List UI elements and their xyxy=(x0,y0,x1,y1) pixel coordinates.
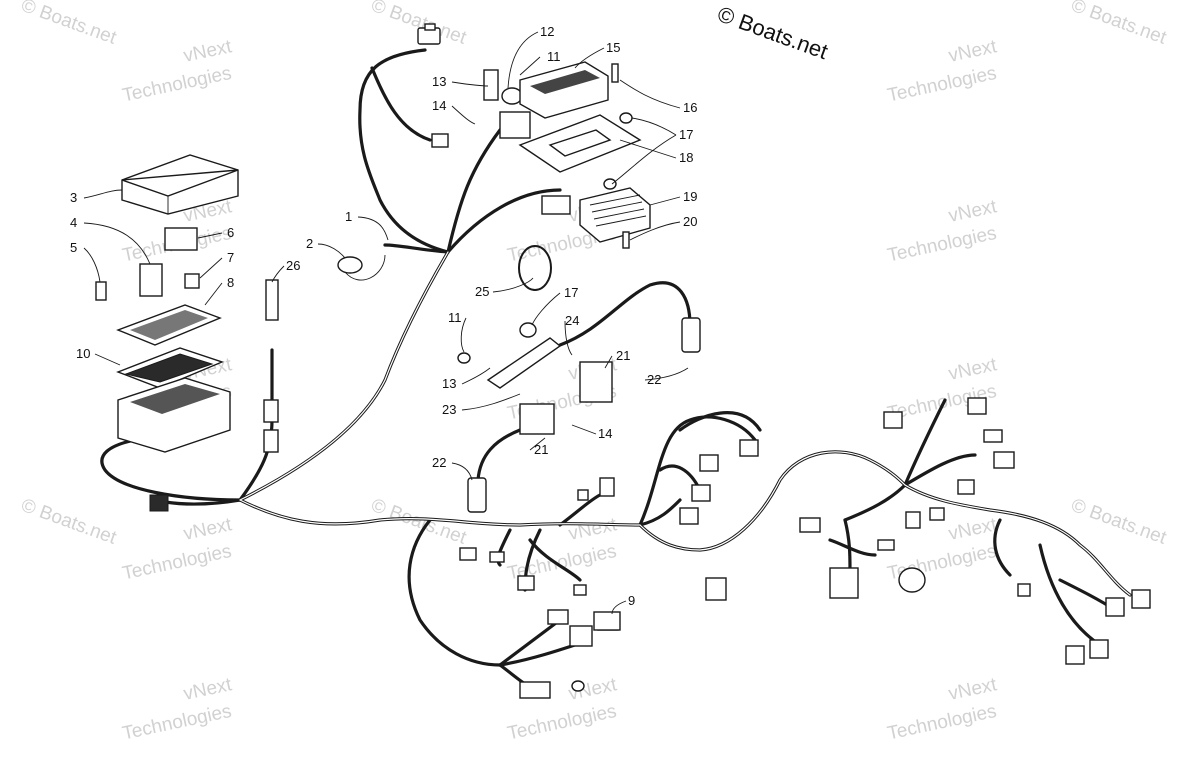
ecu xyxy=(499,61,609,139)
watermark-technologies: Technologies xyxy=(886,701,999,745)
watermark-boats: © Boats.net xyxy=(1068,495,1169,549)
watermark-vnext: vNext xyxy=(947,674,1000,705)
callout-20: 20 xyxy=(683,214,697,229)
callout-17-mid: 17 xyxy=(564,285,578,300)
watermark-boats: © Boats.net xyxy=(18,495,119,549)
callout-11-mid: 11 xyxy=(448,310,462,325)
cap-2 xyxy=(337,254,386,281)
watermark-technologies: Technologies xyxy=(121,701,234,745)
callout-11-top: 11 xyxy=(547,49,561,64)
callout-21-upper: 21 xyxy=(616,348,630,363)
sensor-bracket-mid xyxy=(457,322,613,435)
screw-20 xyxy=(622,231,630,249)
relay-box-cover xyxy=(121,154,239,215)
harness-wires-highlight xyxy=(239,251,1131,596)
callout-8: 8 xyxy=(227,275,234,290)
relay-small xyxy=(184,273,200,289)
watermark-technologies: Technologies xyxy=(506,701,619,745)
connector-9 xyxy=(593,611,621,631)
watermark-boats: © Boats.net xyxy=(18,0,119,49)
ecu-mount-plate xyxy=(518,114,642,173)
callout-26: 26 xyxy=(286,258,300,273)
injector-connectors xyxy=(459,439,759,699)
watermark-vnext: vNext xyxy=(947,36,1000,67)
fuse-box xyxy=(117,377,231,453)
voltage-regulator xyxy=(541,187,651,243)
callout-6: 6 xyxy=(227,225,234,240)
watermark-vnext: vNext xyxy=(182,514,235,545)
watermark-technologies: Technologies xyxy=(886,63,999,107)
callout-4: 4 xyxy=(70,215,77,230)
watermark-vnext: vNext xyxy=(947,354,1000,385)
callout-15: 15 xyxy=(606,40,620,55)
callout-17-top: 17 xyxy=(679,127,693,142)
callout-22-lower: 22 xyxy=(432,455,446,470)
watermark-vnext: vNext xyxy=(182,36,235,67)
callout-14-top: 14 xyxy=(432,98,446,113)
callout-labels: 1 2 3 4 5 6 7 8 9 10 11 11 12 13 13 14 1… xyxy=(70,24,697,608)
callout-21-lower: 21 xyxy=(534,442,548,457)
callout-23: 23 xyxy=(442,402,456,417)
callout-10: 10 xyxy=(76,346,90,361)
watermark-technologies: Technologies xyxy=(121,63,234,107)
connector-upper-left xyxy=(431,133,449,148)
hose-clamp xyxy=(518,245,552,291)
callout-25: 25 xyxy=(475,284,489,299)
callout-22-upper: 22 xyxy=(647,372,661,387)
callout-1: 1 xyxy=(345,209,352,224)
oxygen-sensor xyxy=(263,279,279,453)
callout-13-mid: 13 xyxy=(442,376,456,391)
sensor-22-lower xyxy=(467,477,487,513)
relay-mini xyxy=(139,263,163,297)
callout-13-top: 13 xyxy=(432,74,446,89)
sensor-bracket xyxy=(483,69,523,105)
watermark-technologies: Technologies xyxy=(121,541,234,585)
callout-7: 7 xyxy=(227,250,234,265)
diagnostic-connector xyxy=(149,494,169,512)
callout-12: 12 xyxy=(540,24,554,39)
watermark-vnext: vNext xyxy=(947,514,1000,545)
screw-16 xyxy=(611,63,619,83)
sensor-22-upper xyxy=(681,317,701,353)
callout-16: 16 xyxy=(683,100,697,115)
callout-18: 18 xyxy=(679,150,693,165)
top-connector xyxy=(417,23,441,45)
copyright-notice: © Boats.net xyxy=(714,1,831,64)
watermark-technologies: Technologies xyxy=(886,223,999,267)
fuse-label-plate xyxy=(116,304,222,346)
fuse-box-gasket xyxy=(116,347,224,389)
relay-large xyxy=(164,227,198,251)
callout-3: 3 xyxy=(70,190,77,205)
fuse xyxy=(95,281,107,301)
watermark-vnext: vNext xyxy=(947,196,1000,227)
callout-14-mid: 14 xyxy=(598,426,612,441)
watermark-vnext: vNext xyxy=(567,514,620,545)
callout-9: 9 xyxy=(628,593,635,608)
watermark-boats: © Boats.net xyxy=(1068,0,1169,49)
nut-17 xyxy=(603,112,633,190)
callout-2: 2 xyxy=(306,236,313,251)
callout-24: 24 xyxy=(565,313,579,328)
right-connectors xyxy=(799,397,1151,665)
callout-5: 5 xyxy=(70,240,77,255)
watermark-vnext: vNext xyxy=(182,674,235,705)
callout-19: 19 xyxy=(683,189,697,204)
callout-leaders xyxy=(83,31,689,615)
